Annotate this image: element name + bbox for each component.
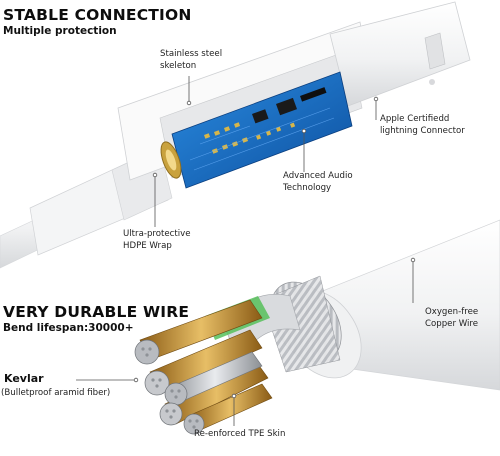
callout-tpe-skin: Re-enforced TPE Skin	[194, 429, 286, 439]
callout-lines	[76, 76, 414, 426]
pcb-gold-pads	[204, 87, 327, 154]
lightning-plug	[329, 1, 471, 107]
wire-ends	[134, 339, 205, 435]
callout-hdpe: Ultra-protective HDPE Wrap	[123, 229, 191, 251]
callout-kevlar-subtitle: (Bulletproof aramid fiber)	[1, 388, 111, 398]
top-title: STABLE CONNECTION	[3, 6, 192, 24]
bottom-subtitle: Bend lifespan:30000+	[3, 322, 134, 334]
callout-kevlar-title: Kevlar	[4, 372, 44, 385]
callout-apple-connector: Apple Certifiedd lightning Connector	[380, 114, 465, 136]
callout-copper-wire: Oxygen-free Copper Wire	[425, 307, 479, 329]
callout-stainless-steel: Stainless steel skeleton	[160, 49, 223, 71]
copper-wires	[139, 299, 273, 433]
callout-audio: Advanced Audio Technology	[283, 171, 353, 193]
top-subtitle: Multiple protection	[3, 25, 117, 37]
bottom-title: VERY DURABLE WIRE	[3, 303, 190, 321]
